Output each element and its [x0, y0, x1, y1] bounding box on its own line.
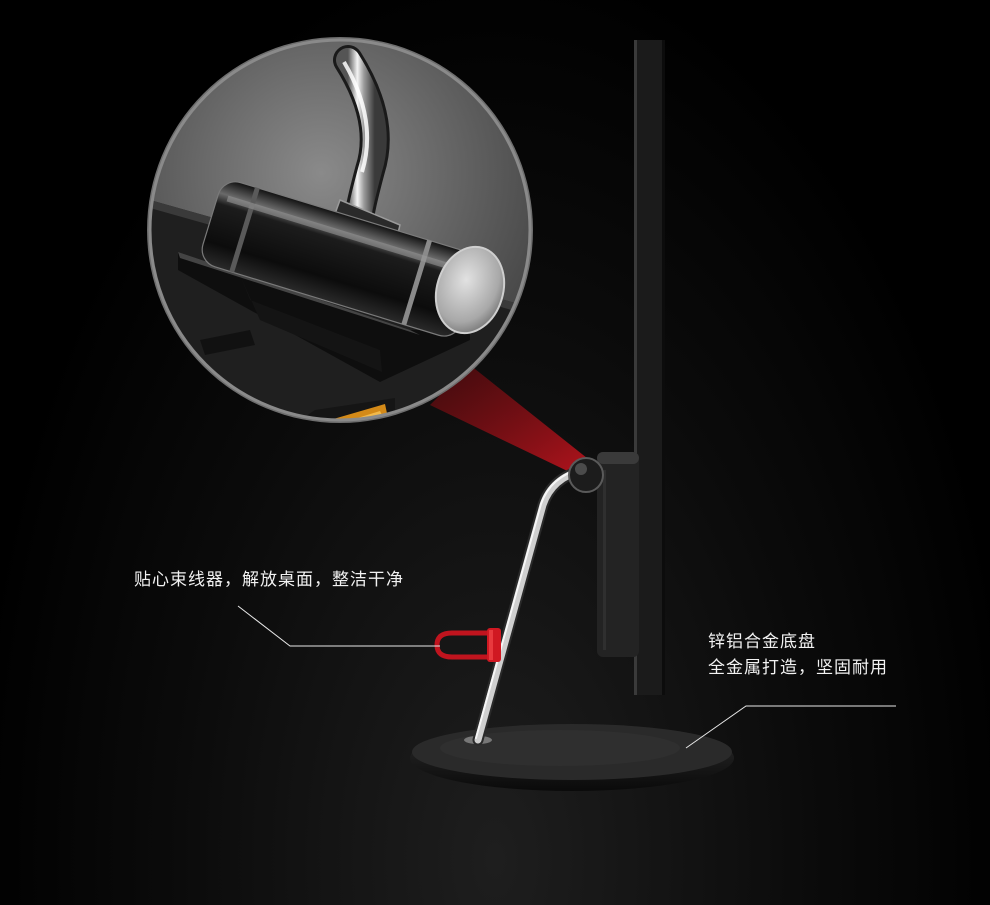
base-caption-line1: 锌铝合金底盘	[708, 632, 816, 652]
cable-management-caption: 贴心束线器，解放桌面，整洁干净	[134, 567, 404, 593]
monitor-body	[597, 40, 665, 695]
monitor-stand-arm	[472, 464, 589, 746]
hinge-knob	[568, 457, 604, 493]
base-caption-line2: 全金属打造，坚固耐用	[708, 658, 888, 678]
base-caption: 锌铝合金底盘 全金属打造，坚固耐用	[708, 629, 888, 681]
cable-management-caption-text: 贴心束线器，解放桌面，整洁干净	[134, 570, 404, 590]
highlight-beam	[430, 365, 597, 478]
callout-leader-lines	[237, 605, 896, 749]
monitor-base	[410, 724, 734, 791]
magnified-hinge-detail	[147, 37, 533, 423]
cable-clip	[434, 628, 501, 662]
